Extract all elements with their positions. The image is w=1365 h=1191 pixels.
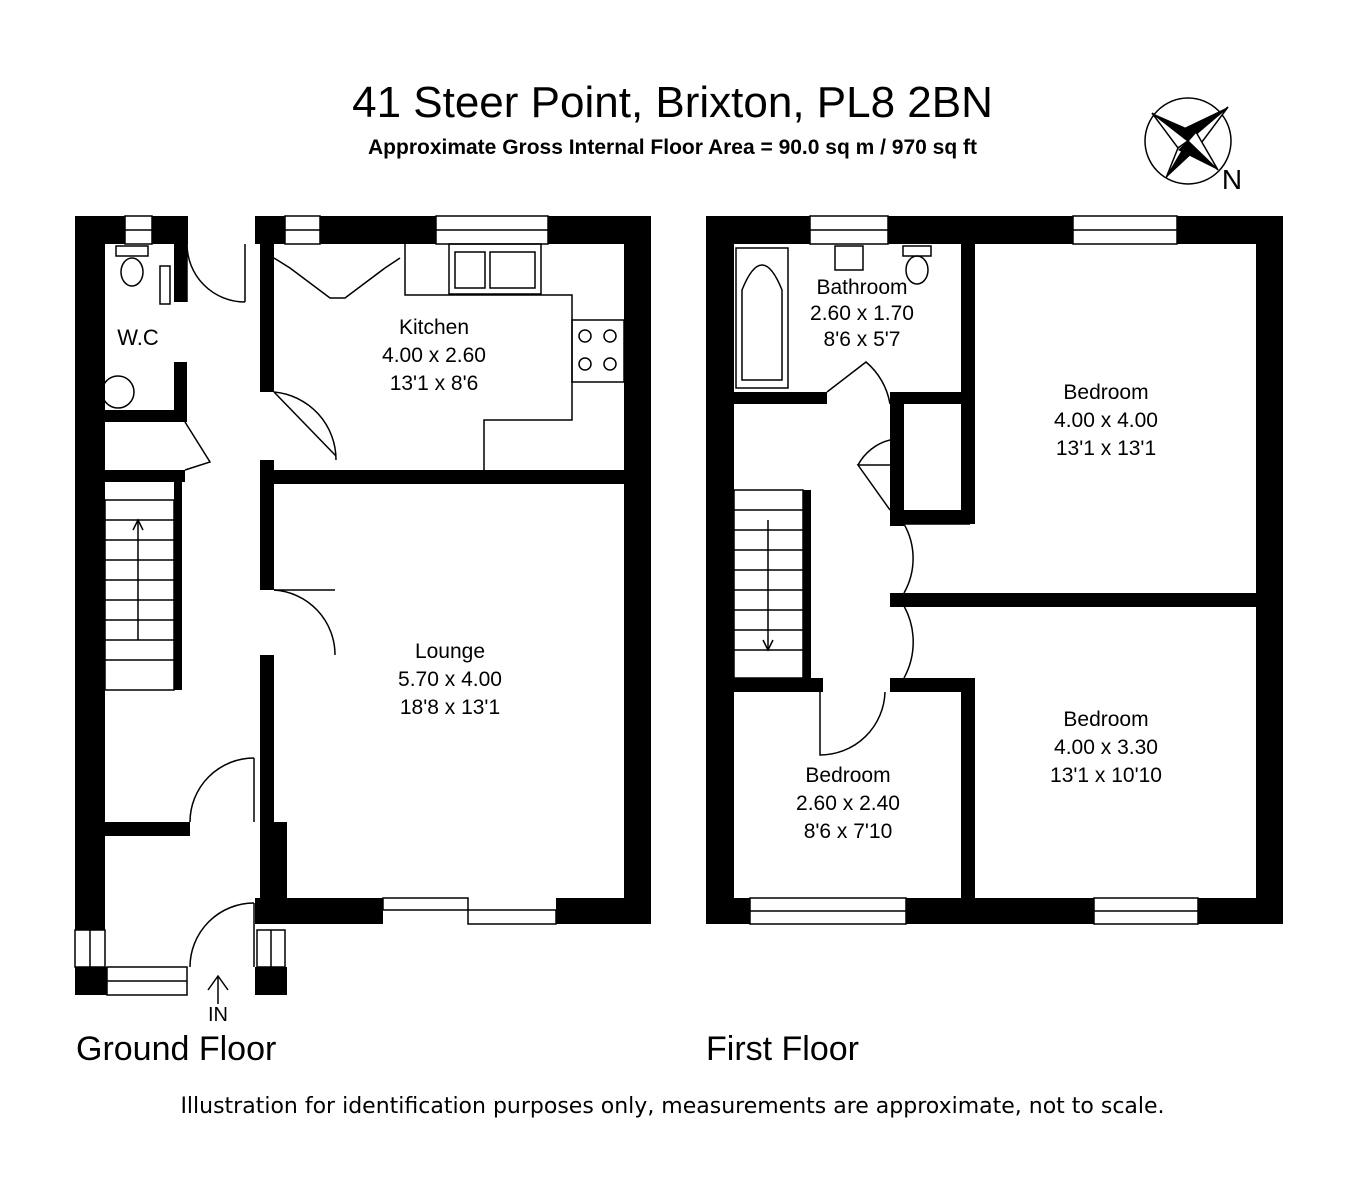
- compass-north-label: N: [1222, 164, 1242, 195]
- room-name: Bedroom: [805, 764, 890, 787]
- room-imperial: 8'6 x 5'7: [824, 328, 901, 351]
- room-metric: 4.00 x 3.30: [1054, 736, 1158, 759]
- compass-icon: [1144, 97, 1232, 185]
- room-name: Lounge: [415, 640, 485, 663]
- ground-floor-fixtures: [74, 215, 625, 1004]
- ground-floor-label: Ground Floor: [76, 1030, 277, 1068]
- room-imperial: 13'1 x 13'1: [1056, 437, 1156, 460]
- room-metric: 5.70 x 4.00: [398, 668, 502, 691]
- room-metric: 4.00 x 4.00: [1054, 409, 1158, 432]
- room-imperial: 13'1 x 10'10: [1050, 764, 1162, 787]
- room-kitchen: Kitchen 4.00 x 2.60 13'1 x 8'6: [382, 316, 486, 395]
- first-floor-fixtures: [733, 215, 1199, 925]
- room-bathroom: Bathroom 2.60 x 1.70 8'6 x 5'7: [810, 276, 914, 351]
- room-name: Bedroom: [1063, 381, 1148, 404]
- room-imperial: 8'6 x 7'10: [804, 820, 893, 843]
- first-floor-label: First Floor: [706, 1030, 859, 1068]
- room-imperial: 13'1 x 8'6: [390, 372, 479, 395]
- disclaimer-text: Illustration for identification purposes…: [180, 1094, 1165, 1119]
- room-lounge: Lounge 5.70 x 4.00 18'8 x 13'1: [398, 640, 502, 719]
- room-bedroom-2: Bedroom 2.60 x 2.40 8'6 x 7'10: [796, 764, 900, 843]
- room-imperial: 18'8 x 13'1: [400, 696, 500, 719]
- room-metric: 4.00 x 2.60: [382, 344, 486, 367]
- entrance-label: IN: [208, 1004, 228, 1026]
- ground-floor-plan: [75, 216, 651, 995]
- room-bedroom-3: Bedroom 4.00 x 3.30 13'1 x 10'10: [1050, 708, 1162, 787]
- property-address: 41 Steer Point, Brixton, PL8 2BN: [352, 78, 993, 127]
- room-wc: W.C: [117, 325, 159, 350]
- room-metric: 2.60 x 2.40: [796, 792, 900, 815]
- room-name: Bathroom: [816, 276, 907, 299]
- room-bedroom-1: Bedroom 4.00 x 4.00 13'1 x 13'1: [1054, 381, 1158, 460]
- room-name: W.C: [117, 325, 159, 350]
- first-floor-plan: [706, 216, 1283, 924]
- room-name: Bedroom: [1063, 708, 1148, 731]
- room-name: Kitchen: [399, 316, 469, 339]
- floor-area-summary: Approximate Gross Internal Floor Area = …: [368, 136, 977, 159]
- room-metric: 2.60 x 1.70: [810, 302, 914, 325]
